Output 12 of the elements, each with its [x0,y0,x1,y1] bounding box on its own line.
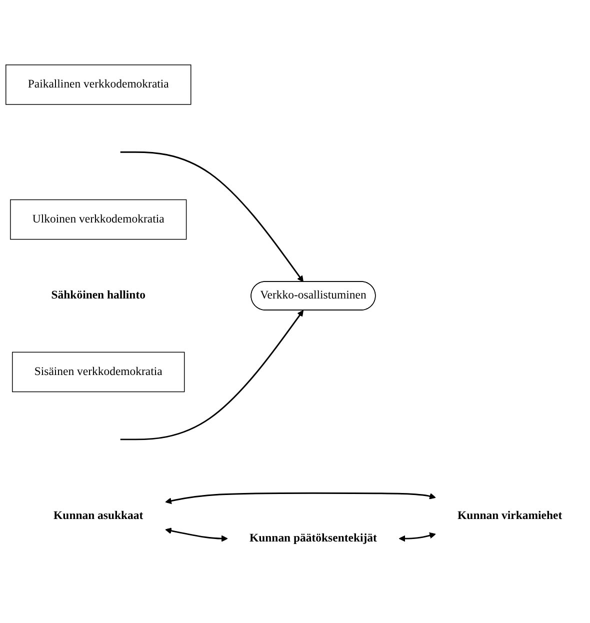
node-text: Kunnan virkamiehet [458,509,562,522]
node-text: Sähköinen hallinto [51,289,146,302]
node-box: Sisäinen verkkodemokratia [12,352,185,392]
node-text: Kunnan päätöksentekijät [250,532,377,544]
arrow [165,528,228,542]
arrow [120,310,304,440]
arrow [165,492,436,504]
node-box: Paikallinen verkkodemokratia [6,64,192,105]
arrow [398,532,436,542]
arrow [120,151,304,282]
node-box: Ulkoinen verkkodemokratia [10,199,187,240]
node-text: Kunnan asukkaat [54,509,144,522]
